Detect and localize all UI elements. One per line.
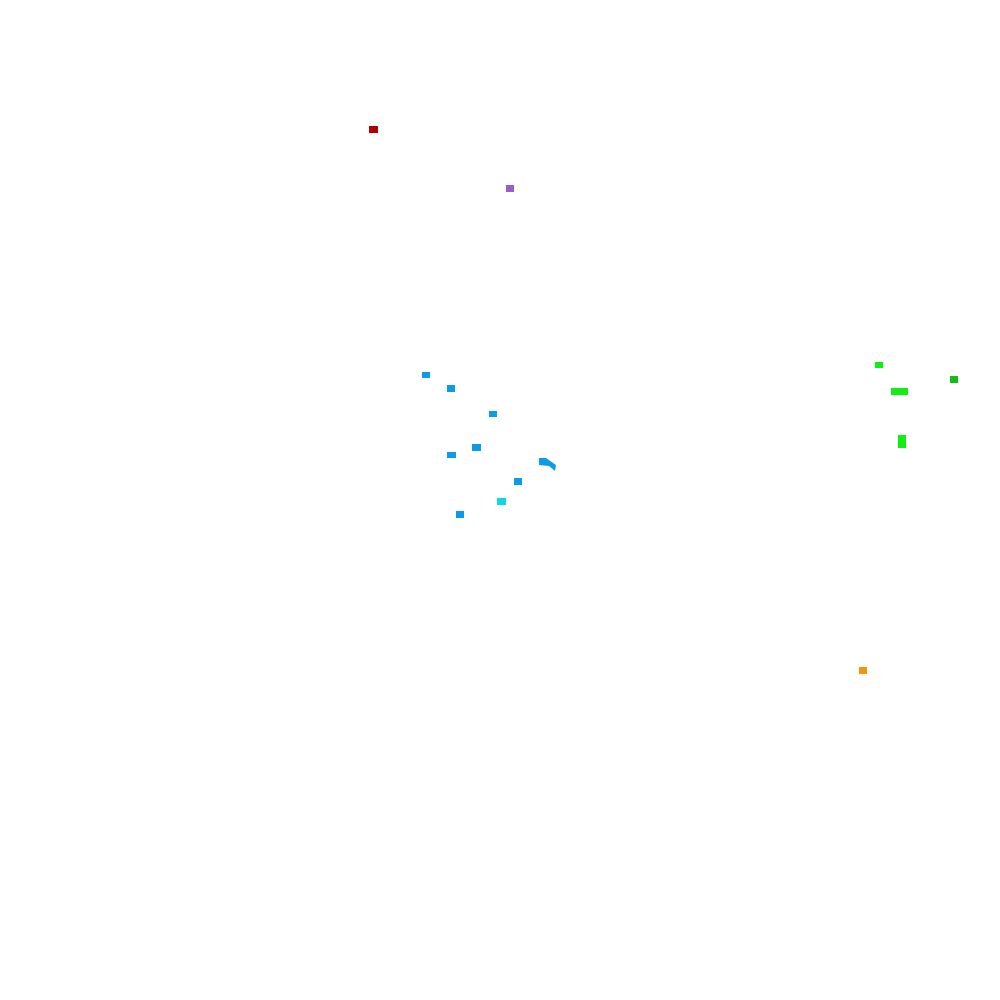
dark-green-blob <box>950 376 958 383</box>
green-blob-3 <box>898 435 906 448</box>
cyan-blob <box>497 498 506 505</box>
blue-blob-1 <box>422 372 430 378</box>
blue-curved-shape <box>539 458 556 471</box>
blue-curved-blob <box>539 458 556 471</box>
blue-blob-6 <box>514 478 522 485</box>
orange-blob <box>859 667 867 674</box>
blue-blob-5 <box>472 444 481 451</box>
green-blob-1 <box>875 362 883 368</box>
blue-blob-4 <box>447 452 456 458</box>
dark-red-blob <box>369 126 378 133</box>
green-blob-2 <box>891 388 908 395</box>
blue-blob-3 <box>489 411 497 417</box>
blue-blob-2 <box>447 385 455 392</box>
blue-blob-7 <box>456 511 464 518</box>
purple-blob <box>506 185 514 192</box>
